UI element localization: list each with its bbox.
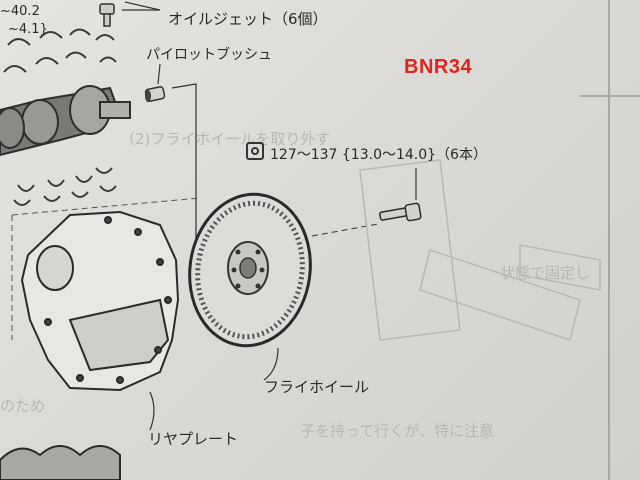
pilot-bush-icon bbox=[144, 86, 166, 102]
model-code-tag: BNR34 bbox=[404, 56, 473, 78]
frame-line bbox=[580, 95, 640, 97]
bleed-through-text: のため bbox=[0, 397, 46, 415]
oil-jet-icon bbox=[99, 3, 115, 27]
flywheel bbox=[188, 192, 312, 348]
bleed-through-text: 状態で固定し bbox=[500, 264, 591, 282]
flywheel-bolt-icon bbox=[379, 202, 422, 222]
bleed-through-text: 子を持って行くが、特に注意 bbox=[300, 422, 494, 440]
rear-plate-label: リヤプレート bbox=[148, 430, 239, 448]
main-bearing-caps bbox=[13, 167, 117, 206]
crankshaft bbox=[0, 85, 131, 157]
torque-spec-label: 127～137 {13.0～14.0}（6本） bbox=[270, 147, 487, 163]
bearing-shells bbox=[3, 28, 117, 73]
frame-line bbox=[608, 0, 610, 480]
spec-top-label: ~40.2 bbox=[0, 4, 40, 19]
bleed-through-text: （2)フライホイールを取り外す bbox=[120, 130, 331, 148]
rear-plate bbox=[20, 210, 180, 392]
spec-bottom-label: ~4.1} bbox=[8, 22, 48, 37]
torque-wrench-icon bbox=[246, 142, 264, 160]
flywheel-label: フライホイール bbox=[264, 378, 370, 396]
pilot-bush-label: パイロットブッシュ bbox=[146, 47, 272, 63]
background-sketch bbox=[359, 159, 601, 341]
lower-block bbox=[0, 445, 121, 480]
oil-jet-label: オイルジェット（6個） bbox=[168, 10, 328, 28]
